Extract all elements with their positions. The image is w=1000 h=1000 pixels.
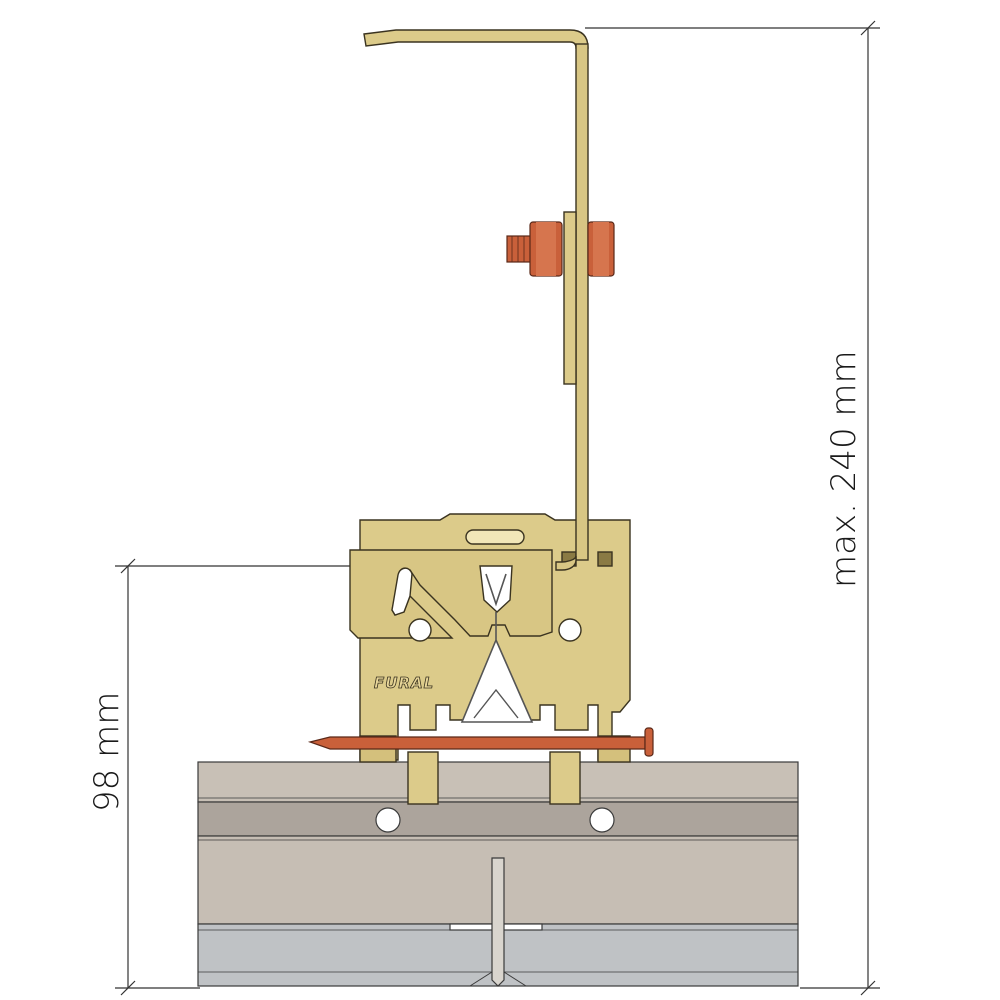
square-cutout	[597, 551, 613, 567]
dimension-tick-bottom	[860, 980, 876, 996]
nail-head	[644, 727, 654, 757]
max-height-label: max. 240 mm	[824, 350, 864, 588]
profile-hole-left	[375, 807, 401, 833]
standing-seam	[491, 857, 505, 987]
arm-foot	[555, 555, 577, 571]
profile-top-band	[197, 761, 799, 803]
spring-clip-inner	[473, 688, 519, 719]
spring-clip-leg	[460, 612, 534, 723]
dimension-tick-top	[860, 20, 876, 36]
fural-logo: FURAL	[374, 674, 434, 692]
bracket-hole-right	[558, 618, 582, 642]
bracket-hole-left	[408, 618, 432, 642]
clamp-tab-right	[549, 751, 581, 805]
dimension-tick-base	[120, 980, 136, 996]
bolt-assembly	[506, 221, 615, 277]
profile-rib-band	[197, 801, 799, 837]
bolt-thread	[506, 235, 534, 263]
dimension-tick-mid	[120, 558, 136, 574]
spring-clip-wire	[485, 573, 507, 607]
seam-fold	[469, 971, 527, 987]
adjustment-plate	[563, 211, 577, 385]
profile-hole-right	[589, 807, 615, 833]
hook-opening	[391, 567, 413, 616]
top-hook	[363, 29, 589, 49]
clamp-tab-left	[407, 751, 439, 805]
base-height-label: 98 mm	[87, 692, 127, 812]
nut-left-face	[536, 222, 556, 276]
dimension-max-height	[585, 20, 880, 996]
clamp-bracket	[349, 513, 631, 805]
nail	[307, 727, 654, 757]
top-slot	[465, 529, 525, 545]
metal-roof-profile	[197, 761, 799, 987]
nut-right-face	[593, 222, 609, 276]
nail-shaft	[307, 736, 646, 750]
vertical-arm	[575, 43, 589, 561]
support-arm	[363, 29, 589, 571]
